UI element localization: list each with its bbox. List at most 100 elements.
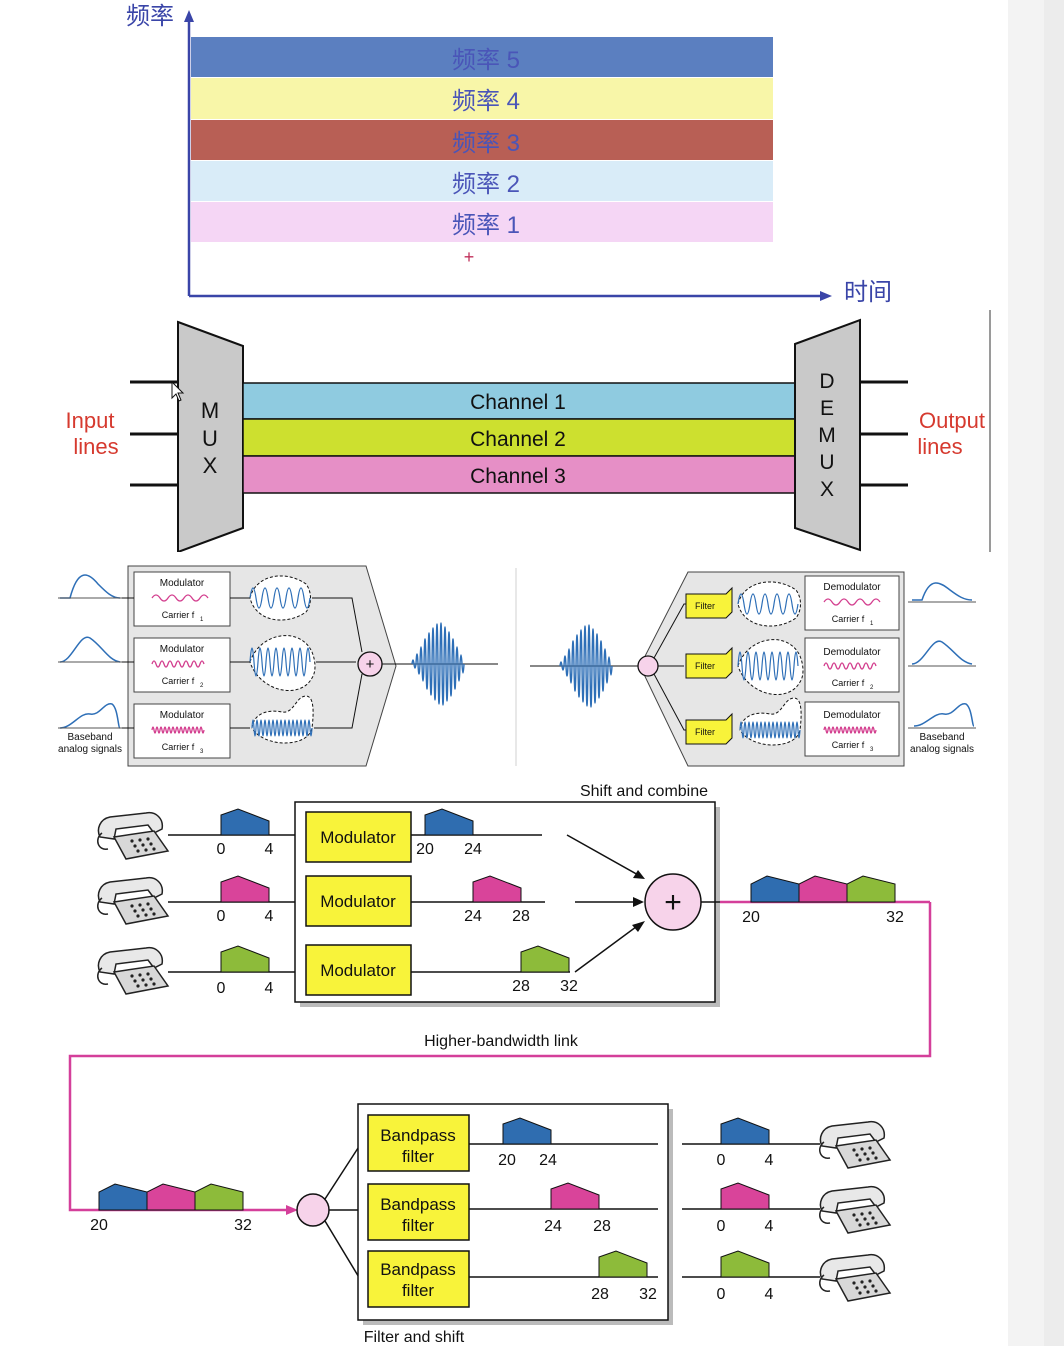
link-arrowhead: [286, 1205, 298, 1215]
output-1-tick-start: 0: [717, 1152, 726, 1169]
output-spectrum-3: [720, 1250, 770, 1278]
modulated-wave-2: [249, 635, 316, 692]
y-axis-label: 频率: [126, 3, 174, 30]
mux-block: [177, 320, 244, 554]
band-1-label: 频率 1: [452, 212, 520, 239]
output-phone-3: [818, 1253, 891, 1302]
shifted-spectrum-1: [424, 808, 474, 836]
demux-letter-e: E: [820, 397, 834, 420]
filter-box-1: Filter: [685, 586, 733, 619]
modulator-3: Modulator: [305, 944, 412, 996]
demux-letter-m: M: [818, 424, 836, 447]
demux-letter-u: U: [819, 451, 834, 474]
modulator-1-label: Modulator: [320, 828, 396, 847]
channel-1-label: Channel 1: [470, 391, 566, 414]
modulator-2-title: Modulator: [160, 644, 205, 655]
input-label-line-2: lines: [73, 434, 118, 459]
demod-wave-1: [737, 581, 801, 627]
input-2-tick-start: 0: [217, 908, 226, 925]
channel-2-label: Channel 2: [470, 428, 566, 451]
input-3-tick-start: 0: [217, 980, 226, 997]
mux-demux-svg: Input lines M U X Channel 1 Channel 2 Ch…: [66, 310, 991, 554]
mux-demux-diagram: Input lines M U X Channel 1 Channel 2 Ch…: [28, 310, 992, 554]
modulator-2-carrier-sub: 2: [200, 683, 204, 689]
bandpass-2-label-line2: filter: [402, 1216, 434, 1235]
right-baseband-signals: [911, 582, 975, 727]
filtered-1-tick-start: 20: [498, 1152, 516, 1169]
channel-3-band: [242, 455, 796, 494]
output-phone-2: [818, 1185, 891, 1234]
left-baseband-label-1: Baseband: [67, 732, 112, 743]
combiner-plus: +: [664, 886, 682, 919]
band-4: [191, 78, 773, 119]
mouse-cursor-icon: [171, 380, 185, 402]
demodulator-3-title: Demodulator: [823, 710, 881, 721]
output-1-tick-end: 4: [765, 1152, 774, 1169]
output-3-tick-start: 0: [717, 1286, 726, 1303]
shifted-spectrum-3: [520, 945, 570, 973]
combined-bottom-pink: [146, 1183, 196, 1211]
modulator-box-3: Modulator Carrier f 3: [133, 703, 231, 759]
output-label-line-2: lines: [917, 434, 962, 459]
demux-letter-d: D: [819, 370, 834, 393]
modulator-2-label: Modulator: [320, 892, 396, 911]
y-axis-arrow: [184, 10, 194, 22]
shifted-spectrum-2: [472, 875, 522, 903]
shift-and-combine-label: Shift and combine: [580, 783, 708, 800]
modulator-1: Modulator: [305, 811, 412, 863]
fdm-frequency-chart-svg: 频率 时间 频率 5 频率 4 频率 3 频率 2 频率 1 +: [126, 3, 892, 306]
splitter-circle: [296, 1193, 330, 1227]
filtered-3-tick-start: 28: [591, 1286, 609, 1303]
input-1-tick-end: 4: [265, 841, 274, 858]
page-sidebar: [1008, 0, 1064, 1346]
bandpass-2-label-line1: Bandpass: [380, 1195, 456, 1214]
modulated-wave-1: [249, 575, 311, 621]
filter-2-label: Filter: [695, 661, 715, 671]
demodulator-box-1: Demodulator Carrier f 1: [804, 575, 900, 631]
modulation-svg: Baseband analog signals Modulator Carrie…: [58, 565, 976, 767]
shifted-2-tick-end: 28: [512, 908, 530, 925]
shifted-3-tick-end: 32: [560, 978, 578, 995]
right-baseband-label-2: analog signals: [910, 744, 974, 755]
composite-signal-left: [411, 622, 465, 706]
combine-arrows: [566, 834, 641, 973]
demod-wave-2: [737, 639, 804, 696]
bandpass-filter-3: Bandpass filter: [367, 1250, 470, 1308]
input-phone-3: [96, 946, 169, 995]
higher-bandwidth-link-label: Higher-bandwidth link: [424, 1033, 579, 1050]
modulator-1-carrier: Carrier f: [162, 610, 195, 620]
modulator-3-carrier-sub: 3: [200, 749, 204, 755]
filter-1-label: Filter: [695, 601, 715, 611]
input-phone-2: [96, 876, 169, 925]
band-3-label: 频率 3: [452, 130, 520, 157]
modulated-wave-3: [251, 695, 314, 744]
left-baseband-label-2: analog signals: [58, 744, 122, 755]
telephone-fdm-svg: 0 4 0 4 0 4 Shift and combine Modulator …: [68, 783, 932, 1346]
sum-arrows: [312, 597, 363, 729]
page-sidebar-edge: [1044, 0, 1064, 1346]
splitter-branches: [653, 603, 686, 731]
band-5: [191, 37, 773, 77]
filtered-spectrum-1: [502, 1117, 552, 1145]
filter-box-2: Filter: [685, 646, 733, 679]
cursor-plus-mark: +: [464, 247, 475, 267]
demodulator-box-2: Demodulator Carrier f 2: [804, 637, 900, 693]
modulator-1-title: Modulator: [160, 578, 205, 589]
bandpass-3-label-line1: Bandpass: [380, 1260, 456, 1279]
input-label-line-1: Input: [66, 408, 115, 433]
telephone-fdm-diagram: 0 4 0 4 0 4 Shift and combine Modulator …: [0, 775, 960, 1346]
demodulator-3-carrier: Carrier f: [832, 740, 865, 750]
splitter-lines: [324, 1144, 361, 1280]
demodulator-box-3: Demodulator Carrier f 3: [804, 701, 900, 757]
channel-2-band: [242, 418, 796, 457]
x-axis-label: 时间: [844, 279, 892, 306]
input-3-tick-end: 4: [265, 980, 274, 997]
filtered-2-tick-start: 24: [544, 1218, 562, 1235]
mux-letter-u: U: [202, 426, 218, 451]
band-4-label: 频率 4: [452, 88, 520, 115]
bandpass-1-label-line1: Bandpass: [380, 1126, 456, 1145]
band-1: [191, 202, 773, 242]
shifted-3-tick-start: 28: [512, 978, 530, 995]
combined-top-blue: [750, 875, 800, 903]
summer-plus: +: [366, 656, 375, 673]
